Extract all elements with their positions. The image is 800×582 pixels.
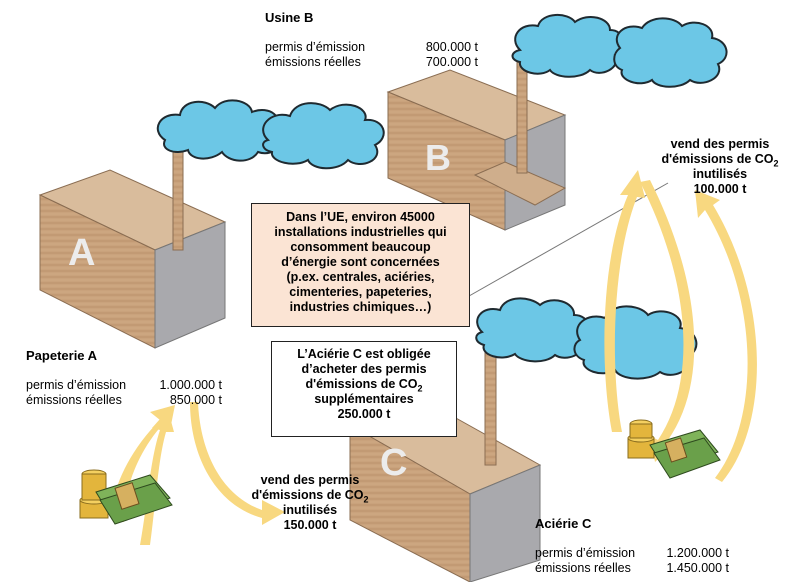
papeterie-a-title: Papeterie A <box>26 348 98 363</box>
arrow-b-down <box>640 180 695 462</box>
papeterie-a-info: Papeterie A permis d’émission 1.000.000 t… <box>26 348 222 408</box>
info-box-line: installations industrielles qui <box>274 225 447 239</box>
papeterie-a-emissions-value: 850.000 t <box>169 393 222 407</box>
usine-b-title: Usine B <box>265 10 314 25</box>
papeterie-a-permits-value: 1.000.000 t <box>159 378 222 392</box>
sell-a-co2-text: d'émissions de CO <box>251 488 364 502</box>
acierie-c-permits-label: permis d’émission <box>535 546 636 560</box>
usine-b-permits-value: 800.000 t <box>425 40 478 54</box>
obligation-amount: 250.000 t <box>337 407 391 421</box>
usine-b-info: Usine B permis d’émission 800.000 t émiss… <box>265 10 478 70</box>
sell-a-line: inutilisés <box>282 503 338 517</box>
acierie-c-info: Aciérie C permis d’émission 1.200.000 t é… <box>535 516 729 576</box>
info-box-line: Dans l’UE, environ 45000 <box>286 210 435 224</box>
obligation-line: L’Aciérie C est obligée <box>297 347 431 361</box>
money-stack-c <box>627 419 721 479</box>
info-box-line: d’énergie sont concernées <box>281 255 440 269</box>
obligation-co2-text: d'émissions de CO <box>305 377 418 391</box>
money-stack-a <box>79 469 173 525</box>
acierie-c-permits-value: 1.200.000 t <box>666 546 729 560</box>
factory-b-letter: B <box>425 137 451 178</box>
papeterie-a-emissions-label: émissions réelles <box>26 393 122 407</box>
sell-b-co2-sub: 2 <box>773 158 779 169</box>
smoke-cloud-c <box>475 297 698 380</box>
factory-a: A <box>38 149 227 349</box>
sell-b-co2-text: d'émissions de CO <box>661 152 774 166</box>
obligation-co2-sub: 2 <box>417 383 423 394</box>
info-box-line: cimenteries, papeteries, <box>289 285 432 299</box>
factory-c-letter: C <box>380 442 407 484</box>
arrow-a-to-c <box>190 402 285 525</box>
acierie-c-emissions-value: 1.450.000 t <box>666 561 729 575</box>
factory-b: B <box>386 59 567 231</box>
factory-a-letter: A <box>68 232 95 274</box>
usine-b-emissions-value: 700.000 t <box>425 55 478 69</box>
papeterie-a-permits-label: permis d’émission <box>26 378 127 392</box>
usine-b-permits-label: permis d’émission <box>265 40 366 54</box>
obligation-line: d'émissions de CO2 <box>276 377 452 394</box>
sell-a-line: vend des permis <box>260 473 360 487</box>
smoke-cloud-b <box>511 14 728 88</box>
sell-a-co2-sub: 2 <box>363 494 369 505</box>
info-box-line: consomment beaucoup <box>290 240 431 254</box>
sell-b-amount: 100.000 t <box>693 182 747 196</box>
usine-b-emissions-label: émissions réelles <box>265 55 361 69</box>
arrow-a-up <box>111 405 175 545</box>
arrow-c-to-b <box>604 170 757 482</box>
info-box-line: (p.ex. centrales, aciéries, <box>286 270 435 284</box>
obligation-line: d’acheter des permis <box>301 362 427 376</box>
sell-b-info: vend des permis d'émissions de CO2 inuti… <box>640 137 800 197</box>
info-box-line: industries chimiques…) <box>289 300 432 314</box>
smoke-cloud-a <box>156 99 385 170</box>
sell-b-line: vend des permis <box>670 137 770 151</box>
sell-a-amount: 150.000 t <box>283 518 337 532</box>
acierie-c-emissions-label: émissions réelles <box>535 561 631 575</box>
acierie-c-obligation-box: L’Aciérie C est obligée d’acheter des pe… <box>271 341 457 437</box>
sell-a-info: vend des permis d'émissions de CO2 inuti… <box>235 473 385 533</box>
sell-b-line: inutilisés <box>692 167 748 181</box>
info-box: Dans l’UE, environ 45000 installations i… <box>251 203 470 327</box>
obligation-line: supplémentaires <box>314 392 414 406</box>
acierie-c-title: Aciérie C <box>535 516 592 531</box>
